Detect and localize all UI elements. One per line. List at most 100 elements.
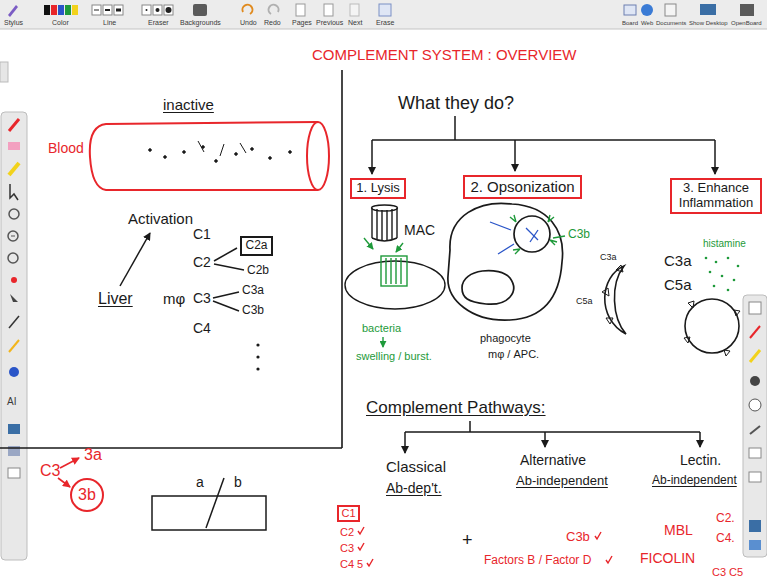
toolbar-label: Pages: [292, 19, 312, 27]
fragment-letter: a: [196, 474, 204, 490]
side-toolbar: [9, 316, 19, 328]
side-toolbar: [750, 350, 760, 362]
mast-cell-illustration: [705, 257, 708, 260]
side-toolbar: [750, 326, 760, 338]
cleavage-arrows: [58, 478, 70, 487]
side-toolbar: [750, 426, 760, 434]
pathway-name: Alternative: [520, 452, 586, 468]
side-toolbar: [0, 62, 8, 82]
activation-arrows: [120, 233, 150, 286]
branch-lines: [714, 140, 716, 174]
side-toolbar: [8, 424, 20, 434]
fragment-name: C3b: [568, 228, 590, 242]
top-toolbar: [269, 5, 279, 14]
side-toolbar: [11, 277, 17, 283]
mac-illustration: [386, 258, 401, 284]
fragment-name: C3a: [664, 252, 692, 269]
section-heading: What they do?: [398, 93, 514, 114]
fragment-box: C2a: [240, 236, 273, 256]
side-toolbar: [743, 295, 767, 557]
side-toolbar: [8, 468, 20, 478]
top-toolbar: [142, 5, 151, 15]
side-toolbar: [0, 62, 767, 560]
continuation-dots: [256, 355, 259, 358]
branch-lines: [699, 432, 701, 447]
top-toolbar: [740, 4, 754, 16]
complement-proteins: [164, 156, 167, 159]
check-marks: [367, 559, 373, 566]
section-heading: Complement Pathways:: [366, 398, 546, 418]
complement-proteins: [149, 149, 152, 152]
side-toolbar: [749, 472, 761, 482]
top-toolbar: [94, 10, 99, 11]
protein-name: C4.: [716, 532, 735, 546]
divider-line: [0, 70, 342, 448]
protein-name: C1: [193, 226, 211, 242]
cell-label: bacteria: [362, 322, 401, 335]
mac-illustration: [382, 337, 383, 347]
top-toolbar: [0, 29, 767, 30]
mast-cell-illustration: [737, 265, 740, 268]
side-toolbar: [8, 253, 18, 263]
fragment-name: C2b: [247, 264, 269, 278]
mast-cell-illustration: [727, 257, 730, 260]
toolbar-label: Backgrounds: [180, 19, 221, 27]
complement-proteins: [235, 153, 238, 156]
continuation-dots: [256, 367, 259, 370]
side-toolbar: [8, 231, 18, 241]
mast-cell-illustration: [684, 301, 740, 356]
cleavage-arrows: [60, 458, 79, 468]
complement-proteins: [269, 157, 272, 160]
plus-sign: +: [462, 530, 473, 551]
mac-illustration: [364, 238, 373, 249]
cleavage-box: [152, 496, 266, 530]
side-toolbar: [749, 399, 761, 411]
mac-illustration: [372, 208, 397, 240]
box-text: 2. Opsonization: [470, 178, 574, 195]
fragment-name: 3a: [84, 446, 102, 464]
pathway-name: Lectin.: [680, 452, 721, 468]
factor-note: Factors B / Factor D: [484, 554, 591, 568]
toolbar-label: Previous: [316, 19, 343, 27]
tool-icon-label: AI: [7, 396, 16, 408]
top-toolbar: [116, 9, 121, 12]
toolbar-label: Show Desktop: [689, 20, 728, 27]
activation-arrows: [214, 264, 244, 270]
complex-label: MAC: [404, 222, 435, 238]
fragment-name: C3b: [566, 530, 590, 545]
top-toolbar: [105, 9, 110, 11]
pathway-note: Ab-dep't.: [386, 480, 442, 496]
complement-proteins: [149, 141, 292, 162]
top-toolbar: [164, 5, 173, 15]
effect-note: swelling / burst.: [356, 350, 432, 363]
top-toolbar: [242, 5, 252, 14]
side-toolbar: [8, 142, 20, 150]
fragment-name: C5a: [576, 296, 593, 306]
top-toolbar: [166, 7, 172, 13]
top-toolbar: [8, 5, 18, 17]
mast-cell-illustration: [605, 266, 739, 353]
mast-cell-illustration: [715, 261, 718, 264]
location-label: Blood: [48, 140, 84, 156]
top-toolbar: [0, 0, 767, 29]
fragment-letter: b: [234, 474, 242, 490]
protein-name: C4 5: [340, 558, 363, 571]
phagocyte-illustration: [448, 203, 563, 320]
toolbar-label: Next: [348, 19, 362, 27]
branch-lines: [372, 116, 715, 140]
side-toolbar: [10, 184, 18, 200]
blood-vessel: [90, 122, 329, 190]
side-toolbar: [9, 163, 19, 175]
toolbar-label: Undo: [240, 19, 257, 27]
mac-illustration: [381, 256, 407, 286]
activation-arrows: [120, 233, 244, 311]
side-toolbar: [10, 294, 18, 302]
mast-cell-illustration: [602, 265, 623, 324]
cell-label: phagocyte: [480, 332, 531, 345]
phagocyte-illustration: [448, 203, 565, 320]
branch-lines: [544, 432, 546, 447]
top-toolbar: [156, 8, 160, 12]
mast-cell-illustration: [709, 271, 712, 274]
phagocyte-illustration: [448, 203, 563, 320]
toolbar-label: Documents: [656, 20, 686, 27]
